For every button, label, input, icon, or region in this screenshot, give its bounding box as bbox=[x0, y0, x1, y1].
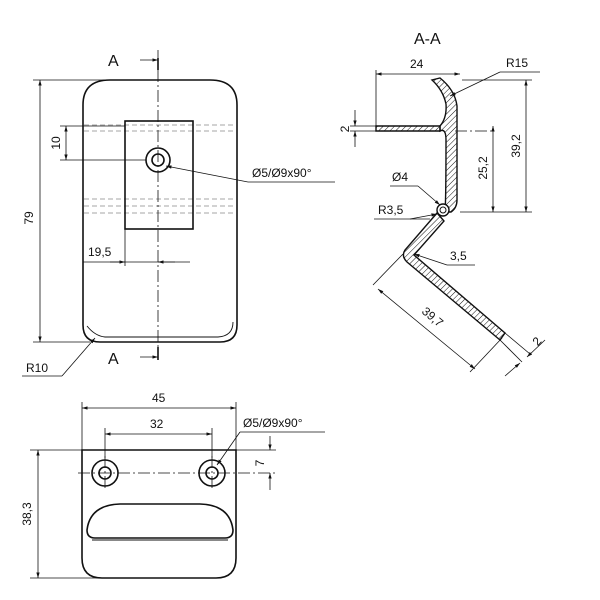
leader-radius bbox=[61, 337, 96, 377]
plate-inner-edge bbox=[86, 321, 234, 338]
dim-hole-spec-label: Ø5/Ø9x90° bbox=[252, 166, 312, 180]
section-view: A-A 24 R15 2 39,2 25,2 bbox=[338, 31, 546, 377]
bottom-view: 45 32 Ø5/Ø9x90° 7 38,3 bbox=[20, 391, 325, 579]
leader-hole bbox=[216, 431, 241, 466]
leader-pin bbox=[417, 185, 441, 206]
ext-line bbox=[504, 332, 531, 355]
slot-outline bbox=[124, 120, 194, 230]
dim-thickness-top-label: 2 bbox=[338, 125, 352, 132]
dim-height-inner-label: 25,2 bbox=[476, 156, 490, 180]
dim-slot-offset-label: 10 bbox=[49, 136, 63, 150]
dim-top-radius-label: R15 bbox=[506, 56, 528, 70]
dim-height-total-label: 39,2 bbox=[509, 134, 523, 158]
leader-bend bbox=[409, 213, 438, 220]
section-top-flange bbox=[375, 125, 441, 132]
ext-line bbox=[499, 339, 523, 363]
dim-arrow bbox=[504, 362, 521, 377]
leader-hole bbox=[165, 165, 249, 183]
dim-pin-diameter-label: Ø4 bbox=[392, 170, 408, 184]
section-label-bottom: A bbox=[108, 351, 119, 368]
dim-bend-radius-label: R3,5 bbox=[378, 203, 404, 217]
dim-top-width-label: 24 bbox=[410, 57, 424, 71]
dim-line-leg bbox=[377, 288, 476, 370]
section-label-top: A bbox=[108, 53, 119, 70]
dim-height-label: 38,3 bbox=[20, 502, 34, 526]
bottom-outline bbox=[81, 449, 237, 579]
dim-corner-radius-label: R10 bbox=[26, 361, 48, 375]
plate-outline bbox=[82, 79, 238, 343]
leader-gap bbox=[413, 253, 448, 266]
dim-height-label: 79 bbox=[22, 211, 36, 225]
bottom-handle bbox=[86, 503, 234, 539]
dim-hole-spacing-label: 32 bbox=[150, 417, 164, 431]
front-view: A A 79 10 19,5 Ø5/Ø9x90° R10 bbox=[22, 50, 335, 377]
ext-line bbox=[372, 253, 404, 286]
section-leg bbox=[402, 211, 506, 342]
ext-line bbox=[469, 337, 503, 373]
section-curved-wall bbox=[430, 77, 458, 213]
dim-hole-x-label: 19,5 bbox=[88, 245, 112, 259]
dim-gap-label: 3,5 bbox=[450, 249, 467, 263]
section-title: A-A bbox=[414, 31, 441, 48]
dim-width-total-label: 45 bbox=[152, 391, 166, 405]
dim-hole-spec-label: Ø5/Ø9x90° bbox=[243, 416, 303, 430]
leader-r15 bbox=[449, 71, 501, 97]
pin-inner bbox=[439, 206, 447, 214]
dim-hole-offset-label: 7 bbox=[253, 459, 267, 466]
dim-arrow bbox=[526, 339, 546, 358]
dim-thickness-leg-label: 2 bbox=[530, 334, 545, 349]
